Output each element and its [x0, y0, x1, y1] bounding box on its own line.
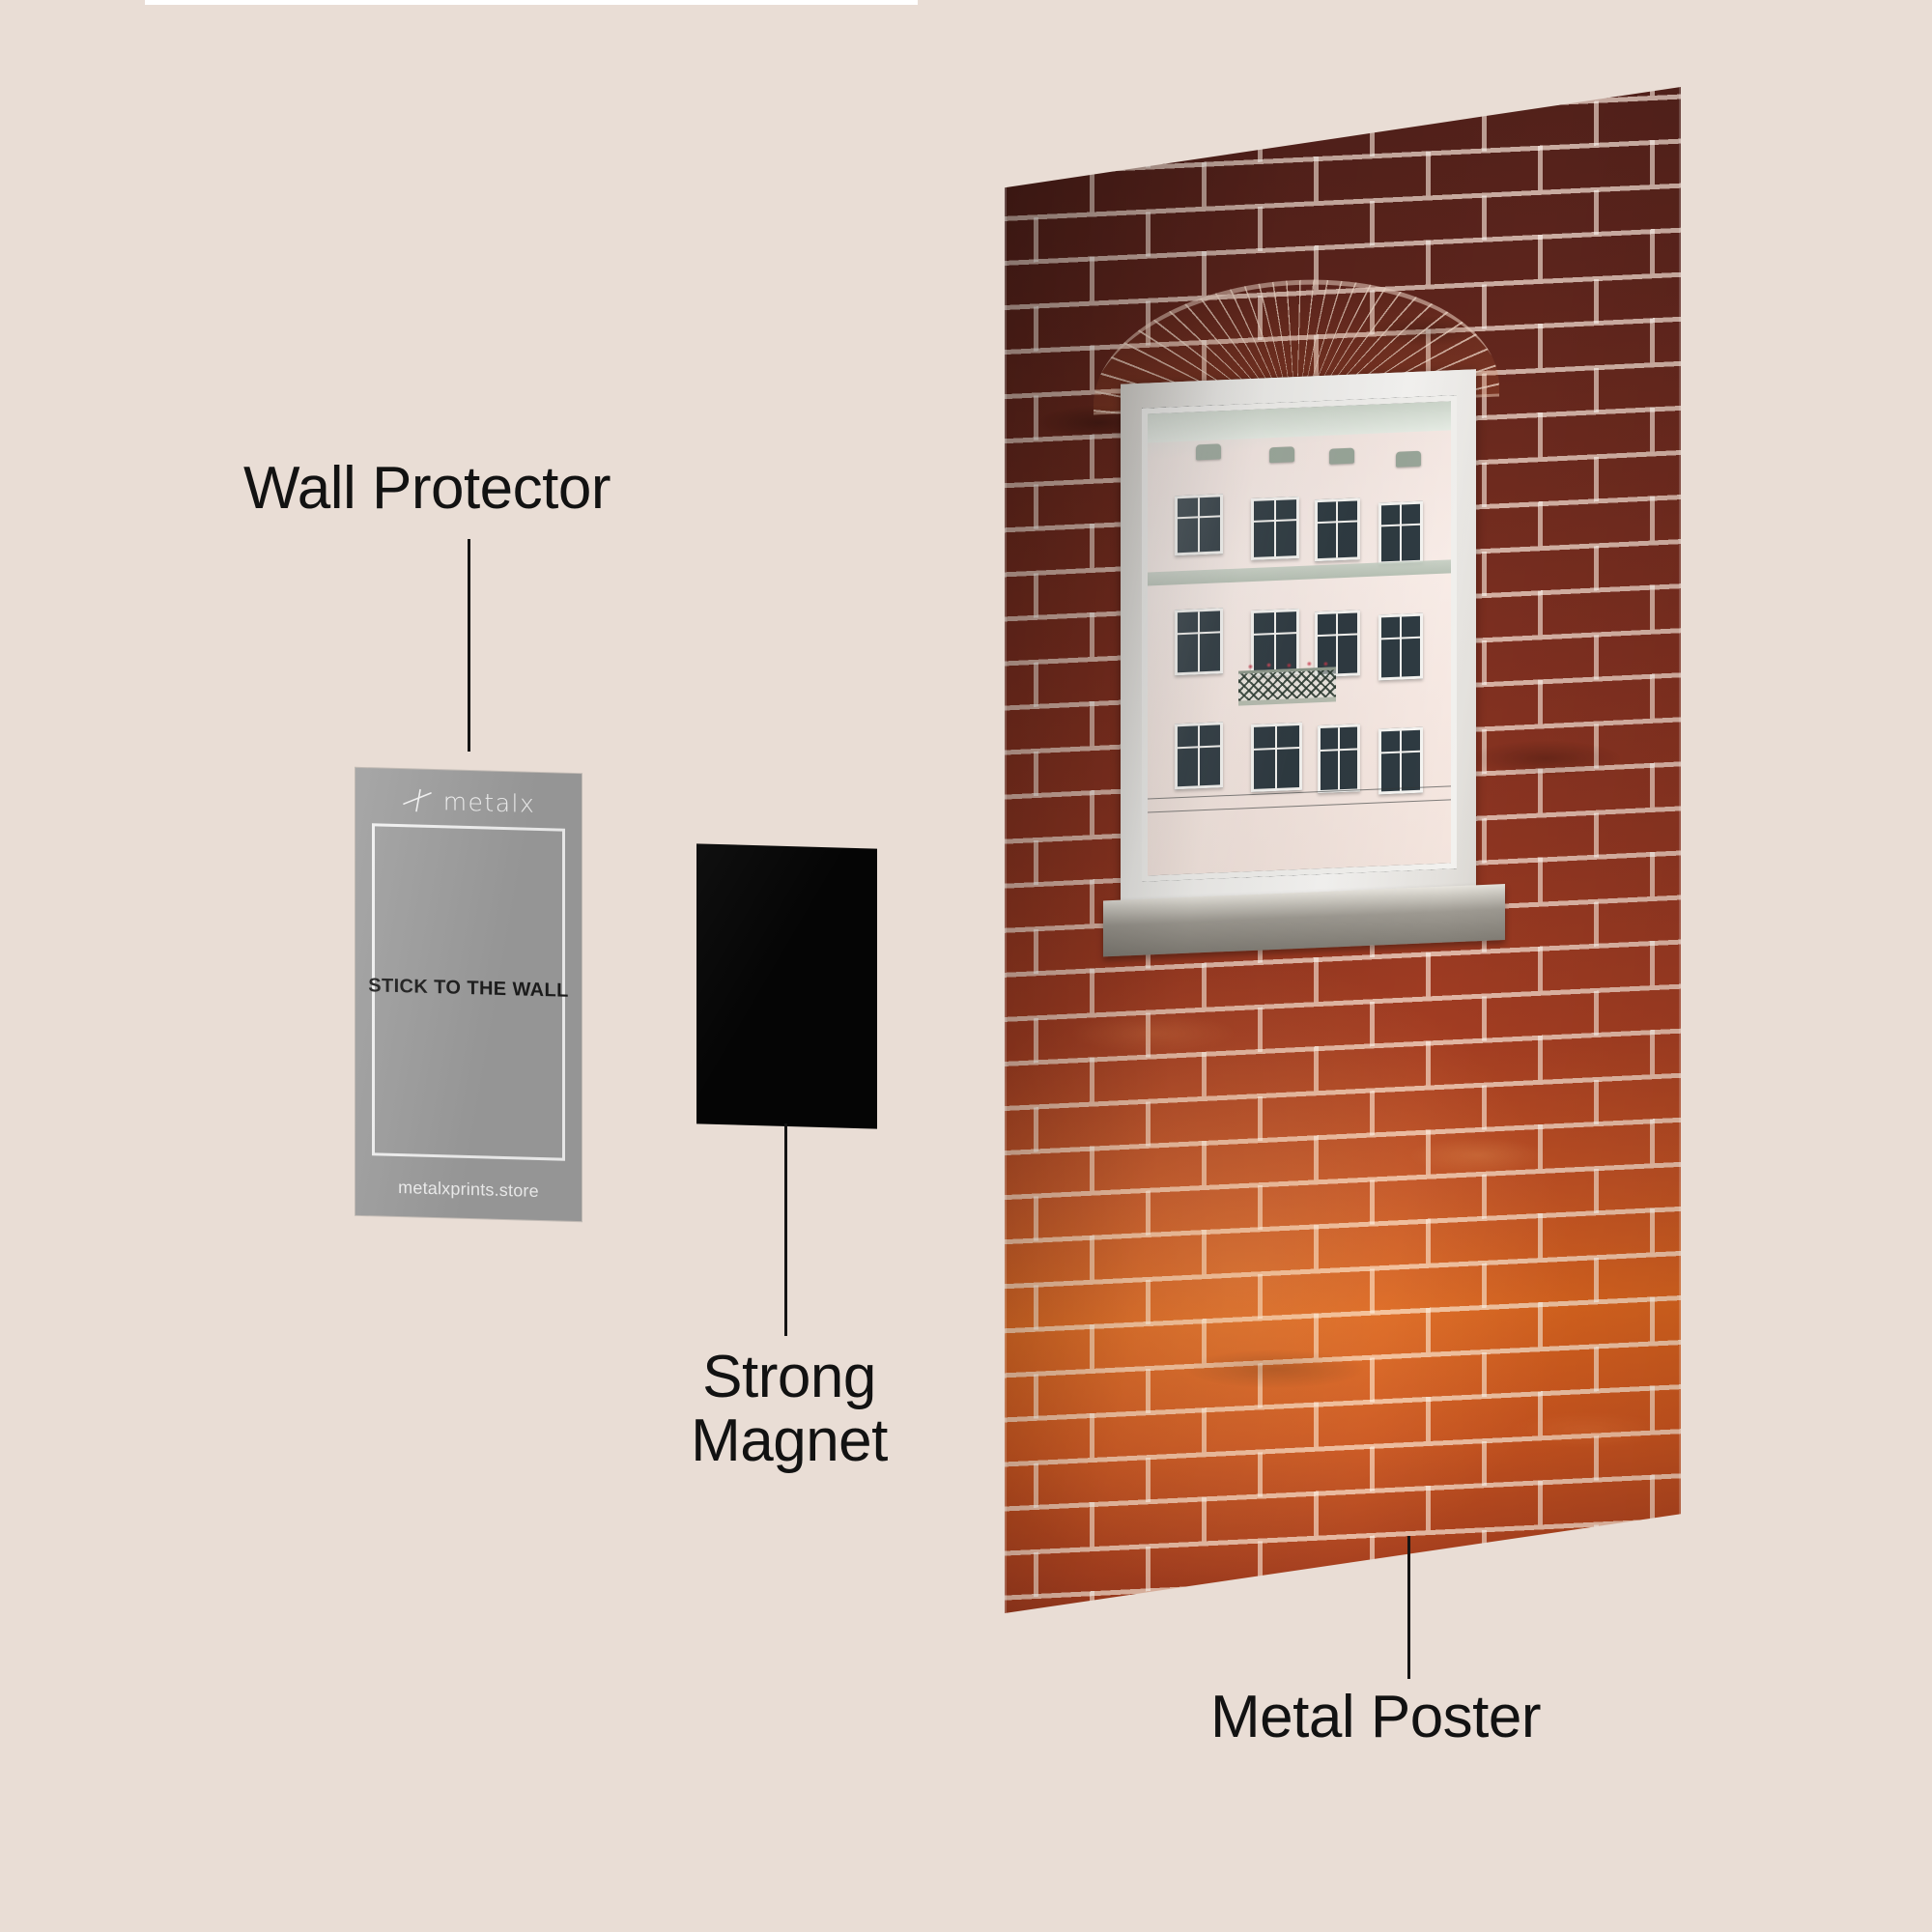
poster-lighting-overlay	[1005, 87, 1681, 1613]
callout-label-wall-protector: Wall Protector	[243, 455, 611, 522]
top-white-strip	[145, 0, 918, 5]
leader-line-metal-poster	[1407, 1536, 1410, 1679]
strong-magnet-product[interactable]	[696, 843, 877, 1129]
card-store-url: metalxprints.store	[398, 1178, 539, 1201]
metalx-cross-icon	[402, 788, 432, 812]
brand-logo-text: metalx	[442, 786, 536, 818]
leader-line-strong-magnet	[784, 1123, 787, 1336]
wall-protector-product[interactable]: metalx STICK TO THE WALL metalxprints.st…	[355, 767, 582, 1222]
leader-line-wall-protector	[468, 539, 470, 752]
metal-poster-product[interactable]	[1005, 87, 1681, 1613]
callout-label-metal-poster: Metal Poster	[1210, 1684, 1542, 1750]
callout-label-strong-magnet: Strong Magnet	[691, 1344, 888, 1474]
brand-logo: metalx	[355, 782, 582, 821]
